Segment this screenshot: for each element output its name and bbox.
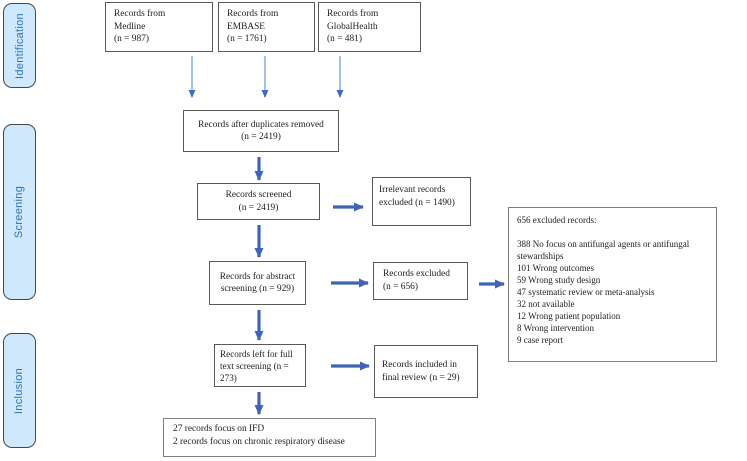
box-included-final-review: Records included in final review (n = 29… [374, 345, 478, 398]
box-irrelevant-excluded: Irrelevant records excluded (n = 1490) [372, 177, 471, 226]
box-duplicates-removed: Records after duplicates removed (n = 24… [183, 110, 339, 152]
box-abstract-screening: Records for abstract screening (n = 929) [209, 261, 306, 305]
box-records-medline: Records from Medline (n = 987) [105, 2, 213, 52]
stage-inclusion-label: Inclusion [13, 367, 26, 414]
box-records-excluded: Records excluded (n = 656) [373, 262, 468, 300]
stage-screening-label: Screening [13, 185, 26, 239]
box-records-screened: Records screened (n = 2419) [197, 183, 320, 220]
box-exclusion-reasons: 656 excluded records: 388 No focus on an… [508, 207, 717, 362]
stage-identification: Identification [3, 3, 36, 88]
stage-identification-label: Identification [13, 12, 26, 79]
box-records-embase: Records from EMBASE (n = 1761) [218, 2, 315, 52]
box-fulltext-screening: Records left for full text screening (n … [214, 344, 306, 387]
stage-inclusion: Inclusion [3, 333, 36, 448]
box-records-globalhealth: Records from GlobalHealth (n = 481) [318, 2, 421, 52]
stage-screening: Screening [3, 124, 36, 300]
box-focus-summary: 27 records focus on IFD 2 records focus … [163, 418, 376, 457]
